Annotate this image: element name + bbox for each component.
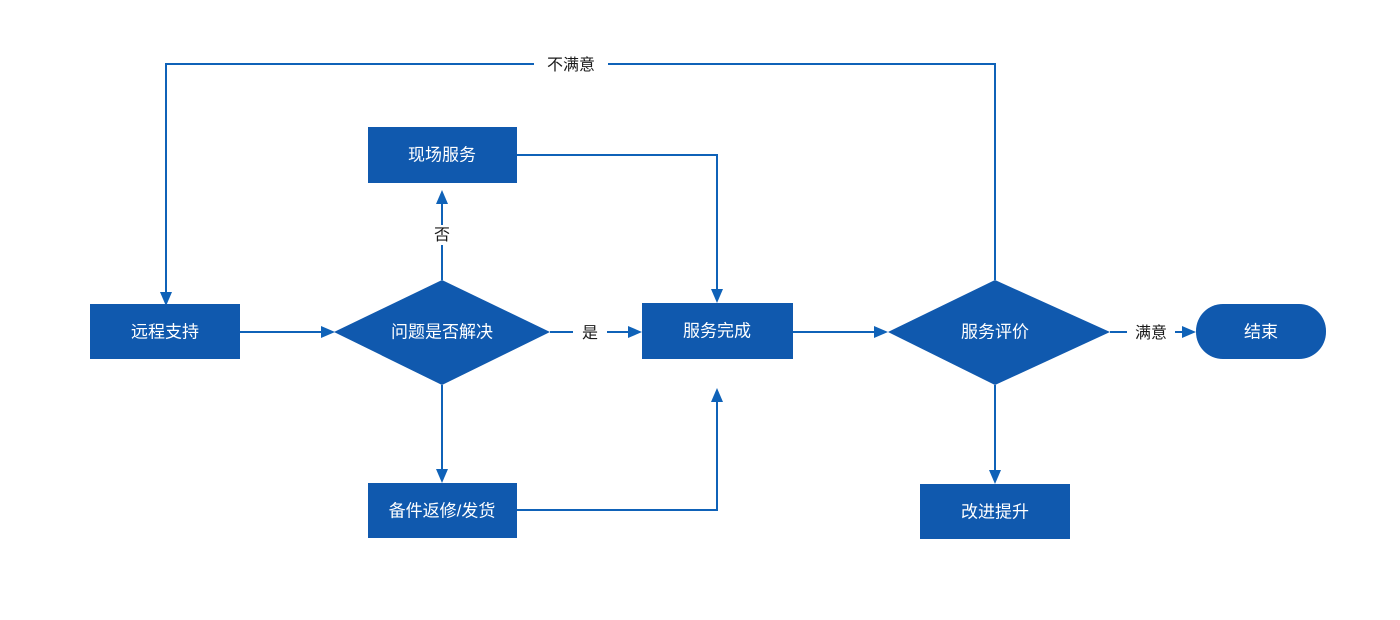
node-improvement-label: 改进提升 — [961, 502, 1029, 521]
label-backdrop-dissatisfied — [534, 55, 608, 75]
node-onsite-service-label: 现场服务 — [408, 145, 476, 164]
edge-label-satisfied: 满意 — [1135, 323, 1167, 342]
edge-review-to-remote-support — [165, 63, 996, 296]
arrow-head-into-decision — [321, 326, 335, 338]
arrow-head-into-review — [874, 326, 888, 338]
edge-label-no: 否 — [434, 227, 450, 244]
arrow-head-into-remote-support — [160, 292, 172, 306]
arrow-head-into-end — [1182, 326, 1196, 338]
node-problem-resolved-shape — [334, 280, 550, 385]
label-backdrop-no — [430, 225, 454, 245]
node-end-shape — [1196, 304, 1326, 359]
node-service-review-shape — [888, 280, 1110, 385]
arrow-head-into-onsite — [436, 190, 448, 204]
node-parts-repair-label: 备件返修/发货 — [389, 501, 496, 520]
node-service-complete-shape — [642, 303, 793, 359]
node-parts-repair[interactable]: 备件返修/发货 — [368, 483, 517, 538]
edge-parts-repair-to-complete — [517, 398, 718, 511]
node-remote-support-shape — [90, 304, 240, 359]
node-onsite-service-shape — [368, 127, 517, 183]
node-problem-resolved-label: 问题是否解决 — [391, 322, 493, 341]
node-service-complete[interactable]: 服务完成 — [642, 303, 793, 359]
edge-label-dissatisfied: 不满意 — [547, 55, 595, 74]
arrow-head-onsite-into-complete — [711, 289, 723, 303]
node-end-label: 结束 — [1244, 322, 1278, 341]
node-parts-repair-shape — [368, 483, 517, 538]
arrow-head-parts-into-complete — [711, 388, 723, 402]
node-service-review[interactable]: 服务评价 — [888, 280, 1110, 385]
node-service-review-label: 服务评价 — [961, 322, 1029, 341]
arrow-head-into-improvement — [989, 470, 1001, 484]
node-problem-resolved[interactable]: 问题是否解决 — [334, 280, 550, 385]
arrow-head-into-parts-repair — [436, 469, 448, 483]
edge-label-yes: 是 — [582, 325, 598, 342]
arrow-head-yes-into-complete — [628, 326, 642, 338]
node-service-complete-label: 服务完成 — [683, 321, 751, 340]
edge-onsite-to-service-complete — [517, 154, 718, 293]
node-onsite-service[interactable]: 现场服务 — [368, 127, 517, 183]
node-improvement[interactable]: 改进提升 — [920, 484, 1070, 539]
node-remote-support[interactable]: 远程支持 — [90, 304, 240, 359]
node-end[interactable]: 结束 — [1196, 304, 1326, 359]
node-improvement-shape — [920, 484, 1070, 539]
node-remote-support-label: 远程支持 — [131, 322, 199, 341]
